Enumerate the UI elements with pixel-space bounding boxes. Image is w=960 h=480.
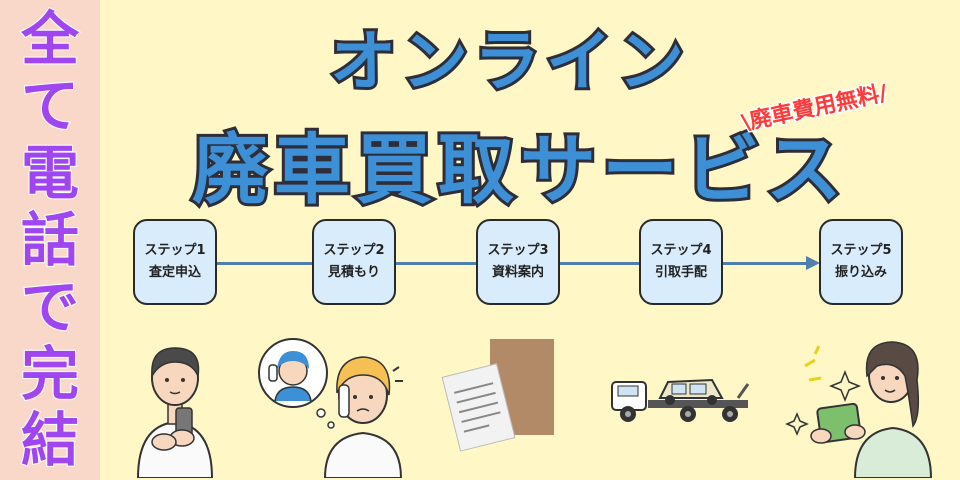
documents-envelope-icon <box>441 339 554 452</box>
woman-with-tablet-icon <box>785 341 933 478</box>
step-desc: 資料案内 <box>491 265 544 280</box>
side-banner-char: で <box>20 272 80 341</box>
step-desc: 査定申込 <box>148 265 201 280</box>
tow-truck-icon <box>611 378 750 422</box>
step-label: ステップ1 <box>144 242 206 258</box>
man-with-smartphone-icon <box>136 347 214 478</box>
woman-on-phone-icon <box>258 338 403 478</box>
title-line-2: 廃車買取サービス <box>189 122 848 217</box>
side-banner-char: て <box>20 72 80 141</box>
step-label: ステップ4 <box>650 242 712 258</box>
step-3: ステップ3 資料案内 <box>476 219 560 305</box>
step-1: ステップ1 査定申込 <box>133 219 217 305</box>
side-banner-char: 話 <box>20 205 80 274</box>
step-label: ステップ3 <box>487 242 549 258</box>
step-desc: 引取手配 <box>654 265 707 280</box>
side-banner: 全 て 電 話 で 完 結 <box>0 0 100 480</box>
side-banner-char: 結 <box>20 406 80 475</box>
step-4: ステップ4 引取手配 <box>639 219 723 305</box>
side-banner-char: 完 <box>20 339 80 408</box>
step-desc: 振り込み <box>834 265 887 280</box>
side-banner-char: 電 <box>20 139 80 208</box>
side-banner-char: 全 <box>20 5 80 74</box>
step-label: ステップ5 <box>830 242 892 258</box>
title-line-1: オンライン <box>327 20 690 103</box>
step-label: ステップ2 <box>323 242 385 258</box>
arrow-head-icon <box>806 256 820 270</box>
step-2: ステップ2 見積もり <box>312 219 396 305</box>
step-5: ステップ5 振り込み <box>819 219 903 305</box>
step-desc: 見積もり <box>327 265 380 280</box>
